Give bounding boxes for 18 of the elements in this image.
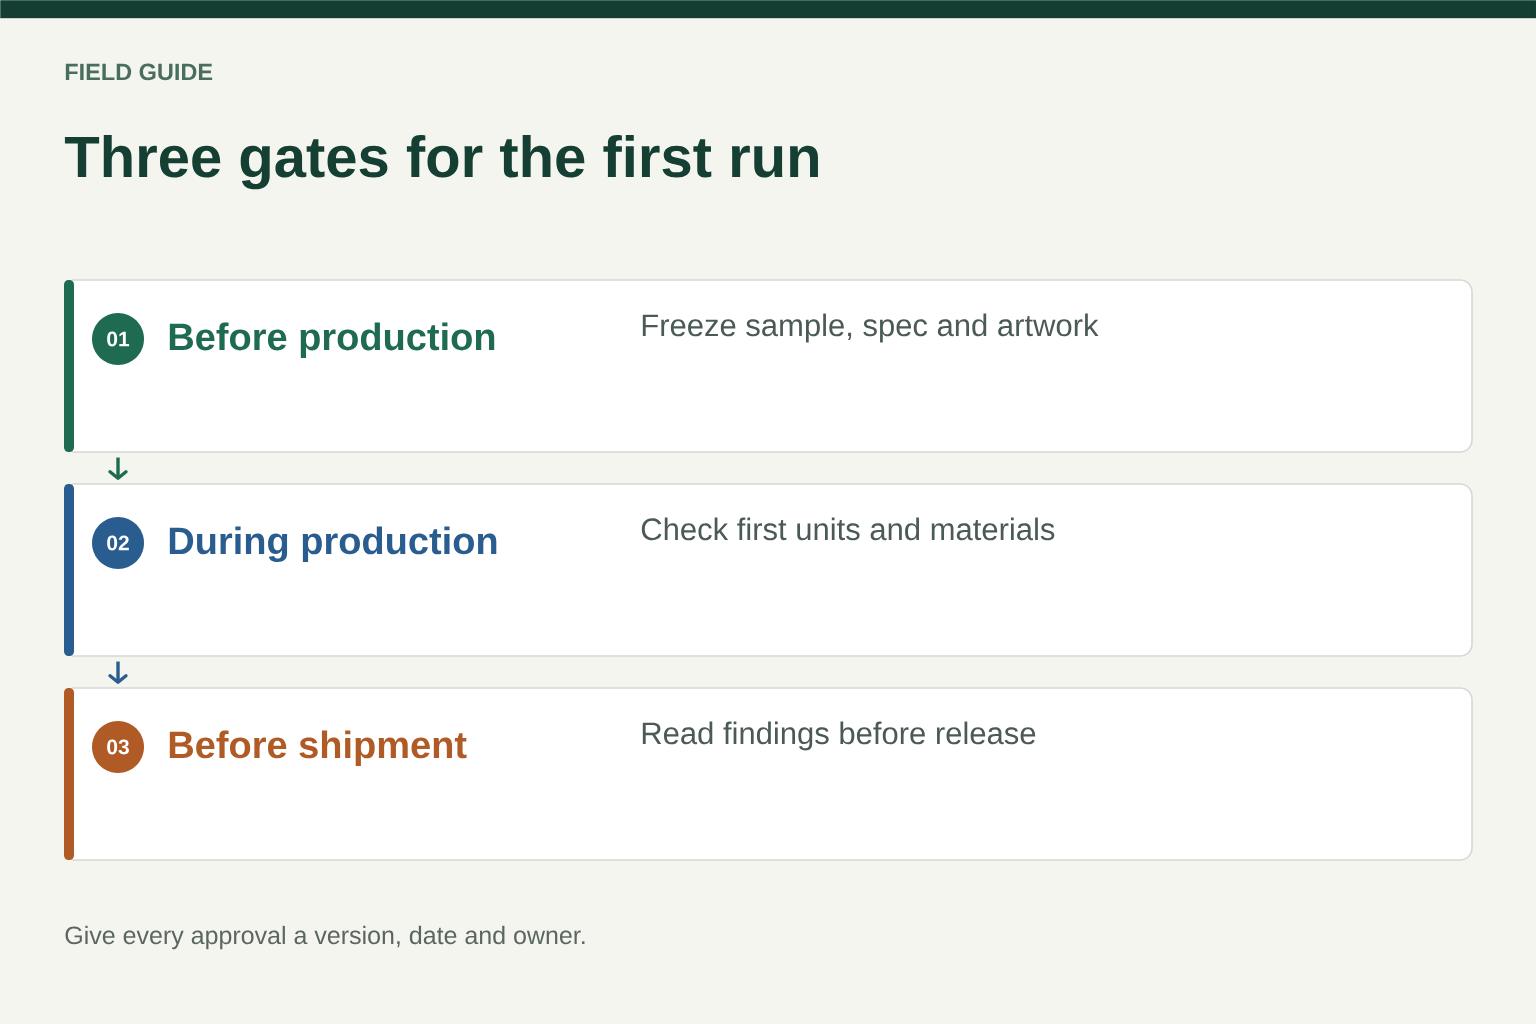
page-title: Three gates for the first run (64, 134, 818, 190)
top-band (0, 0, 1536, 19)
arrow (108, 457, 128, 480)
step-card (64, 687, 1473, 861)
number-badge: 01 (92, 313, 144, 365)
arrow (108, 661, 128, 684)
kicker-label: FIELD GUIDE (65, 63, 213, 81)
step-heading: Before shipment (169, 730, 467, 766)
step-heading: During production (169, 526, 497, 563)
step-card (64, 483, 1473, 657)
step-heading: Before production (169, 322, 495, 358)
step-card (64, 279, 1473, 453)
step-description: Read findings before release (642, 721, 1036, 751)
number-badge: 03 (92, 721, 144, 773)
footnote-text: Give every approval a version, date and owner. (65, 925, 585, 950)
number-badge: 02 (92, 517, 144, 569)
step-description: Freeze sample, spec and artwork (642, 313, 1099, 343)
step-description: Check first units and materials (641, 517, 1055, 541)
